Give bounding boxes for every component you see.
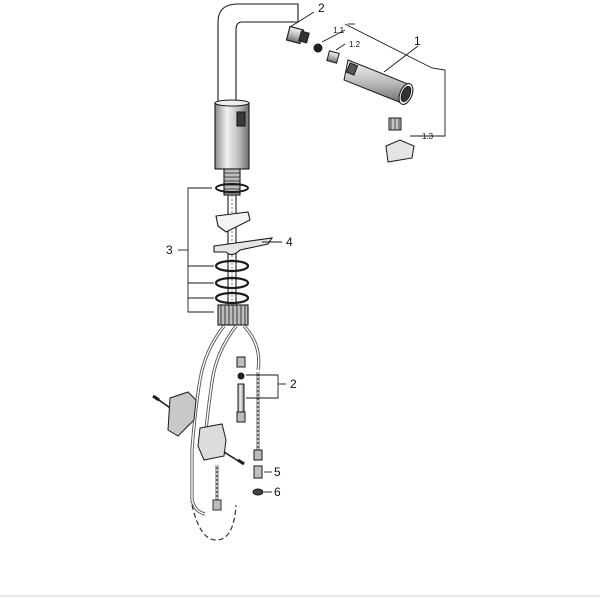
threaded-shank bbox=[223, 168, 241, 196]
washer-ring-2 bbox=[214, 276, 250, 290]
spout-outlet-fitting bbox=[285, 25, 310, 45]
hoses bbox=[190, 324, 261, 541]
spray-head-parts bbox=[313, 43, 415, 163]
small-washer bbox=[237, 372, 245, 380]
label-part-1: 1 bbox=[414, 34, 421, 48]
adapter-tube bbox=[237, 383, 245, 413]
guide-weight bbox=[197, 423, 227, 461]
clamp-bracket bbox=[167, 391, 197, 437]
o-ring-1-1 bbox=[313, 43, 323, 53]
horseshoe-washer bbox=[213, 237, 274, 256]
label-part-1-2: 1.2 bbox=[349, 40, 361, 49]
washer-6 bbox=[252, 488, 264, 496]
label-part-2-mid: 2 bbox=[290, 377, 297, 391]
label-part-1-3: 1.3 bbox=[422, 132, 434, 141]
screw-lower bbox=[223, 451, 241, 463]
hose-guide-clamp bbox=[152, 391, 245, 466]
spout-assembly bbox=[214, 3, 310, 310]
leader-lines bbox=[178, 11, 446, 493]
label-part-5: 5 bbox=[274, 465, 281, 479]
mounting-kit bbox=[213, 183, 274, 326]
hose-loop-dashed bbox=[191, 504, 237, 541]
spray-head-cylinder bbox=[343, 59, 414, 105]
fastening-nut bbox=[217, 304, 249, 326]
label-part-3: 3 bbox=[166, 243, 173, 257]
aerator-key bbox=[385, 139, 415, 163]
label-part-1-1: 1.1 bbox=[333, 26, 345, 35]
washer-ring-3 bbox=[214, 291, 250, 305]
nut-fitting bbox=[236, 356, 246, 368]
callout-labels: 2 1 1.1 1.2 1.3 3 4 2 5 6 bbox=[166, 1, 434, 499]
nipple-5 bbox=[253, 465, 263, 479]
support-shoe bbox=[215, 211, 251, 233]
o-ring-top bbox=[215, 183, 249, 193]
washer-ring-1 bbox=[214, 259, 250, 273]
label-part-6: 6 bbox=[274, 485, 281, 499]
label-part-4: 4 bbox=[286, 235, 293, 249]
connection-parts bbox=[236, 356, 264, 496]
adapter-1-2 bbox=[326, 50, 340, 64]
label-part-2-top: 2 bbox=[318, 1, 325, 15]
